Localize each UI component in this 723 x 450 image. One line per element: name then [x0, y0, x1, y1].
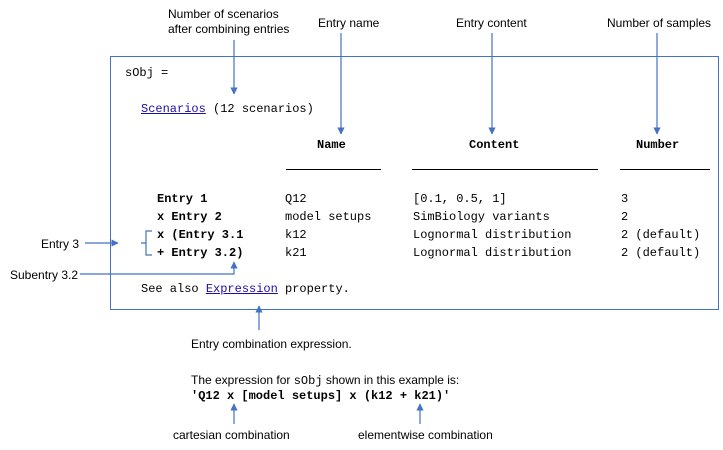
expression-intro-pre: The expression for: [191, 373, 294, 387]
num-scenarios-label-line1: Number of scenarios: [168, 7, 279, 21]
row-content-3: Lognormal distribution: [413, 228, 572, 242]
elementwise-label: elementwise combination: [358, 428, 493, 442]
column-header-number: Number: [636, 138, 680, 152]
expression-intro-obj: sObj: [293, 374, 323, 388]
row-entry-1: Entry 1: [157, 192, 208, 206]
subentry32-label: Subentry 3.2: [10, 268, 79, 282]
entry-content-label: Entry content: [456, 16, 527, 30]
num-samples-label: Number of samples: [607, 16, 712, 30]
row-content-4: Lognormal distribution: [413, 246, 572, 260]
row-name-2: model setups: [285, 210, 372, 224]
expression-intro: The expression for sObj shown in this ex…: [191, 373, 459, 388]
row-content-1: [0.1, 0.5, 1]: [413, 192, 507, 206]
row-entry-3: x (Entry 3.1: [157, 228, 244, 242]
row-content-2: SimBiology variants: [413, 210, 550, 224]
row-name-3: k12: [285, 228, 307, 242]
arrow-subentry32: [80, 261, 238, 275]
expression-intro-post: shown in this example is:: [322, 373, 460, 387]
column-header-name: Name: [317, 138, 346, 152]
scenarios-link[interactable]: Scenarios: [141, 102, 206, 116]
row-name-4: k21: [285, 246, 307, 260]
console-output-panel: [110, 56, 719, 310]
row-number-2: 2: [621, 210, 629, 224]
combination-expression-label: Entry combination expression.: [191, 337, 352, 351]
expression-link[interactable]: Expression: [205, 282, 278, 296]
see-also-line: See also Expression property.: [141, 282, 350, 296]
column-rule-name: [286, 169, 381, 170]
row-entry-2: x Entry 2: [157, 210, 222, 224]
row-number-3: 2 (default): [621, 228, 701, 242]
scenarios-line: Scenarios (12 scenarios): [141, 102, 314, 116]
entry-name-label: Entry name: [318, 16, 380, 30]
row-name-1: Q12: [285, 192, 307, 206]
column-header-content: Content: [469, 138, 520, 152]
row-number-1: 3: [621, 192, 629, 206]
console-header: sObj =: [125, 66, 169, 80]
column-rule-content: [412, 169, 598, 170]
scenarios-count: (12 scenarios): [213, 102, 314, 116]
cartesian-label: cartesian combination: [173, 428, 290, 442]
see-also-text: See also: [141, 282, 199, 296]
entry3-bracket: [141, 230, 152, 256]
column-rule-number: [620, 169, 710, 170]
entry3-label: Entry 3: [41, 237, 80, 251]
row-entry-4: + Entry 3.2): [157, 246, 244, 260]
see-also-property: property.: [285, 282, 350, 296]
expression-string: 'Q12 x [model setups] x (k12 + k21)': [191, 389, 451, 403]
row-number-4: 2 (default): [621, 246, 701, 260]
num-scenarios-label-line2: after combining entries: [168, 22, 290, 36]
